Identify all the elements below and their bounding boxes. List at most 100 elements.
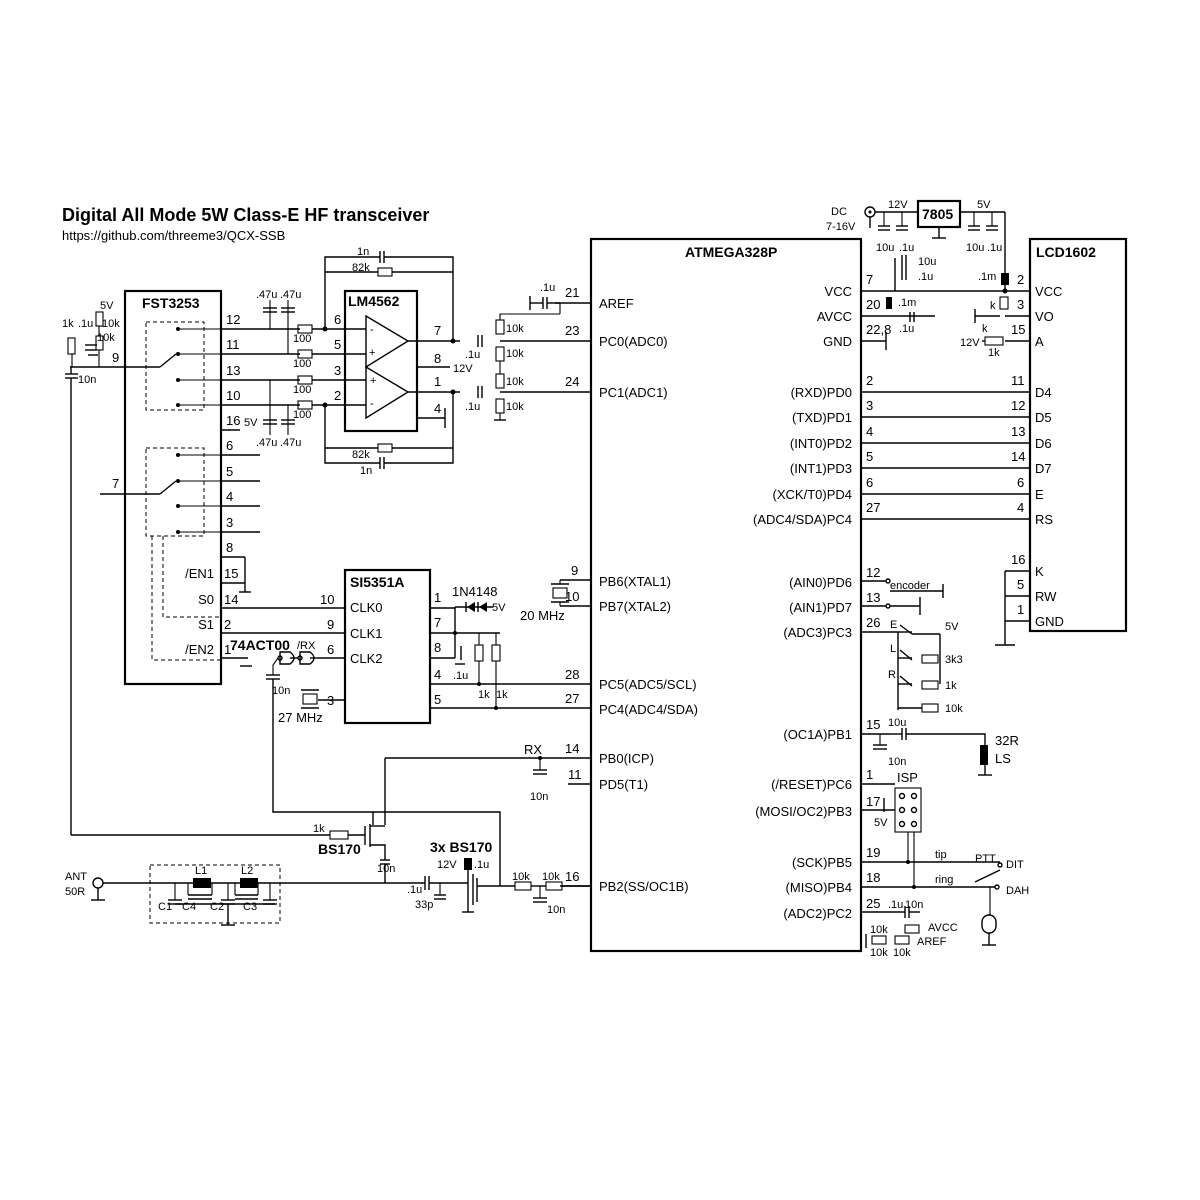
svg-text:5V: 5V [977,199,991,211]
svg-text:6: 6 [327,642,334,657]
svg-text:7: 7 [434,323,441,338]
svg-text:.1m: .1m [978,271,996,283]
svg-text:S1: S1 [198,617,214,632]
svg-text:-: - [370,324,374,336]
svg-text:(ADC4/SDA)PC4: (ADC4/SDA)PC4 [753,512,852,527]
svg-text:L2: L2 [241,865,253,877]
svg-text:24: 24 [565,374,579,389]
svg-text:DC: DC [831,206,847,218]
atmega328p-label: ATMEGA328P [685,244,777,260]
svg-text:5V: 5V [492,602,506,614]
xtal-27mhz: 27 MHz [278,689,323,725]
svg-text:11: 11 [226,337,240,352]
svg-text:DAH: DAH [1006,885,1029,897]
svg-text:16: 16 [1011,552,1025,567]
svg-text:PC0(ADC0): PC0(ADC0) [599,334,668,349]
svg-text:10k: 10k [97,332,115,344]
svg-text:1k: 1k [988,347,1000,359]
svg-text:3k3: 3k3 [945,654,963,666]
svg-text:PB0(ICP): PB0(ICP) [599,751,654,766]
lcd-pin-rw: 5RW [1005,577,1057,604]
svg-text:5: 5 [434,692,441,707]
svg-text:10n: 10n [377,863,395,875]
svg-text:1N4148: 1N4148 [452,584,498,599]
mcu-pin-pd7: 13 (AIN1)PD7 [789,590,886,615]
fst-pin-4: 4 [221,489,260,507]
fst-pin-s1: 2 S1 [198,617,345,634]
svg-text:13: 13 [226,363,240,378]
svg-text:10k: 10k [506,323,524,335]
svg-text:12V: 12V [437,859,457,871]
svg-text:27: 27 [866,500,880,515]
svg-text:7805: 7805 [922,206,953,222]
fst-pin-11: 11 [221,337,300,355]
encoder-buttons: encoder E L R 5V 3k3 1k 10k [885,578,963,715]
svg-text:100: 100 [293,384,311,396]
power-section: DC 7-16V 12V 7805 5V 10u .1u 10u .1u [826,199,1009,359]
mcu-pin-pb3: 17 (MOSI/OC2)PB3 [755,794,895,819]
mic-icon [981,914,997,934]
svg-text:12V: 12V [960,337,980,349]
svg-text:(AIN1)PD7: (AIN1)PD7 [789,600,852,615]
svg-text:12V: 12V [453,363,473,375]
svg-text:(RXD)PD0: (RXD)PD0 [791,385,852,400]
svg-text:(ADC3)PC3: (ADC3)PC3 [783,625,852,640]
svg-text:16: 16 [226,413,240,428]
svg-text:.1u: .1u [888,899,903,911]
svg-text:10k: 10k [506,376,524,388]
svg-text:10: 10 [320,592,334,607]
svg-text:7: 7 [434,615,441,630]
svg-text:(OC1A)PB1: (OC1A)PB1 [783,727,852,742]
svg-text:4: 4 [1017,500,1024,515]
svg-text:2: 2 [334,388,341,403]
svg-text:2: 2 [224,617,231,632]
svg-text:10k: 10k [893,947,911,959]
svg-text:18: 18 [866,870,880,885]
svg-text:CLK0: CLK0 [350,600,383,615]
antenna-lpf: ANT 50R L1 L2 C1 C4 C2 C3 [65,864,285,926]
svg-text:tip: tip [935,849,947,861]
svg-text:AVCC: AVCC [817,309,852,324]
svg-text:10u: 10u [966,242,984,254]
svg-text:16: 16 [565,869,579,884]
svg-text:1: 1 [1017,602,1024,617]
lcd-pin-k: 16K [1005,552,1044,579]
svg-text:(ADC2)PC2: (ADC2)PC2 [783,906,852,921]
svg-text:(AIN0)PD6: (AIN0)PD6 [789,575,852,590]
svg-text:VCC: VCC [1035,284,1062,299]
svg-text:10k: 10k [102,318,120,330]
svg-text:CLK2: CLK2 [350,651,383,666]
page-url: https://github.com/threeme3/QCX-SSB [62,228,285,243]
fst-pin-8: 8 [221,540,245,558]
svg-text:6: 6 [866,475,873,490]
svg-text:5: 5 [866,449,873,464]
svg-text:13: 13 [866,590,880,605]
svg-text:22,8: 22,8 [866,322,891,337]
svg-text:(INT1)PD3: (INT1)PD3 [790,461,852,476]
mcu-pin-pd1: 3 (TXD)PD1 [792,398,1030,425]
svg-text:14: 14 [224,592,238,607]
svg-text:k: k [982,323,988,335]
paddle-jack: tip ring PTT DIT DAH [935,849,1029,946]
svg-text:PB2(SS/OC1B): PB2(SS/OC1B) [599,879,689,894]
fst-pin-6: 6 [221,438,260,456]
svg-text:7: 7 [112,476,119,491]
page-title: Digital All Mode 5W Class-E HF transceiv… [62,205,429,225]
svg-text:10n: 10n [547,904,565,916]
svg-text:25: 25 [866,896,880,911]
svg-text:100: 100 [293,358,311,370]
svg-text:9: 9 [327,617,334,632]
svg-text:C3: C3 [243,901,257,913]
svg-text:PB6(XTAL1): PB6(XTAL1) [599,574,671,589]
svg-text:1k: 1k [313,823,325,835]
svg-text:11: 11 [1011,373,1025,388]
svg-text:.47u: .47u [256,289,277,301]
svg-text:50R: 50R [65,886,85,898]
lcd-pin-vo: 3VO [1005,297,1054,324]
svg-text:.1u: .1u [918,271,933,283]
svg-text:ISP: ISP [897,770,918,785]
